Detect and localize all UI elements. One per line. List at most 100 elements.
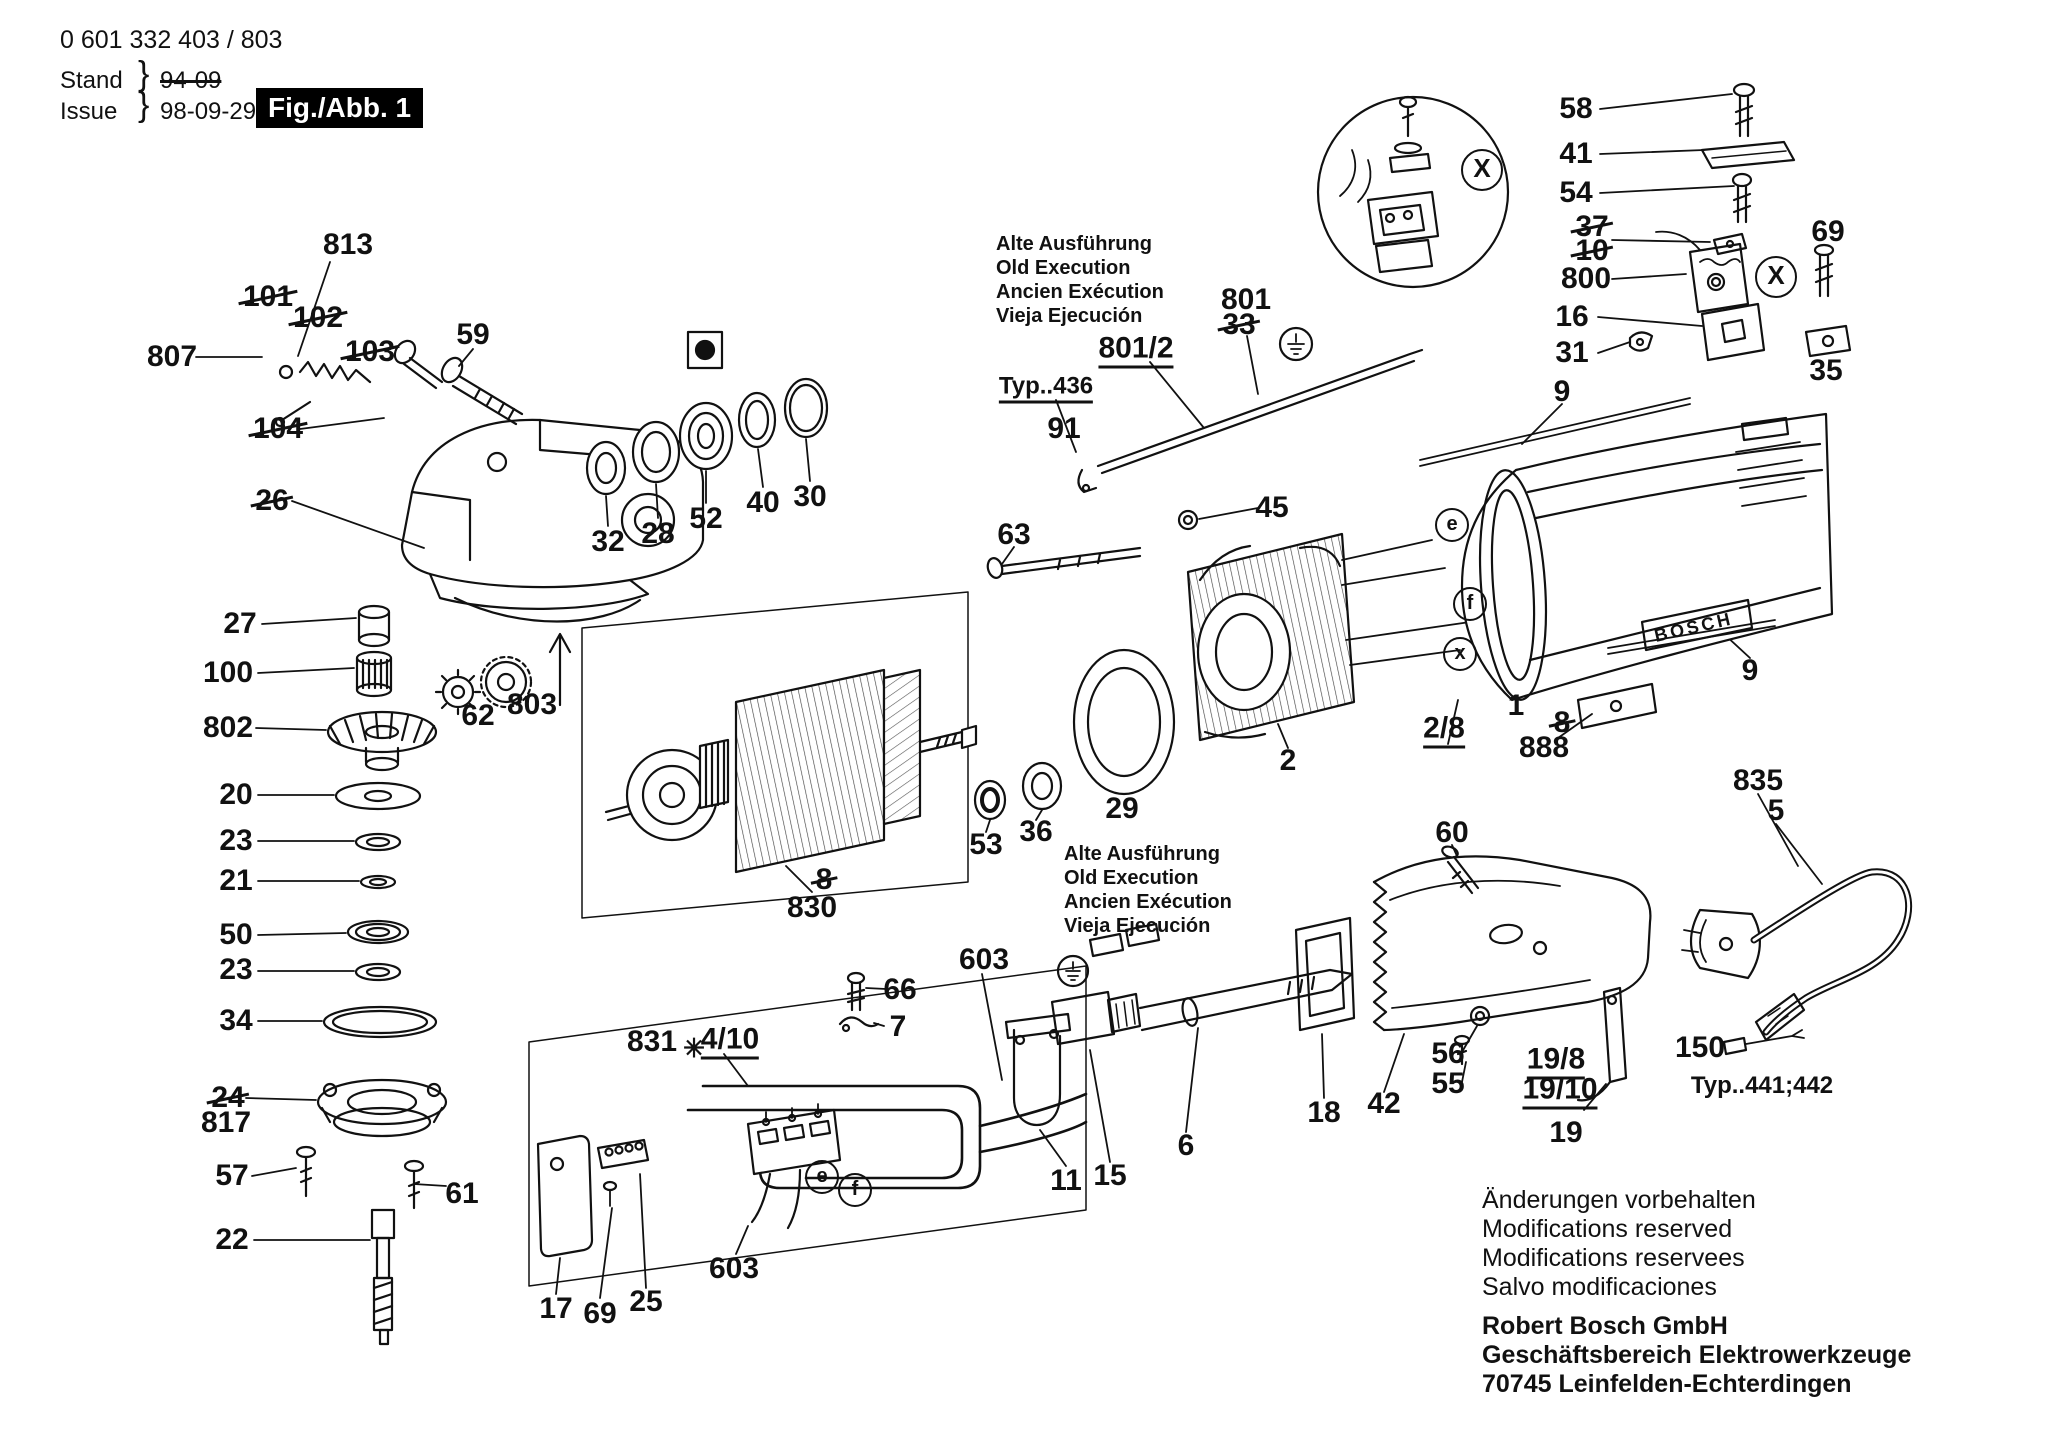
doc-footer: Änderungen vorbehalten Modifications res… — [1482, 1186, 1911, 1399]
part-label-9: 9 — [1741, 654, 1759, 687]
part-label-831: 831 — [626, 1025, 678, 1058]
stator-art — [1186, 532, 1471, 742]
part-label-104: 104 — [252, 412, 304, 445]
part-label-32: 32 — [591, 525, 625, 558]
part-label-57: 57 — [215, 1159, 249, 1192]
screw-59-art — [440, 356, 524, 426]
part-label-58: 58 — [1559, 92, 1593, 125]
wiring-area-art — [528, 922, 1161, 1287]
part-label-800: 800 — [1560, 262, 1612, 295]
part-label-69: 69 — [1811, 215, 1845, 248]
part-label-42: 42 — [1367, 1087, 1401, 1120]
part-label-21: 21 — [219, 864, 253, 897]
part-label-22: 22 — [215, 1223, 249, 1256]
part-label-29: 29 — [1105, 792, 1139, 825]
part-label-45: 45 — [1255, 491, 1289, 524]
footer-line: Änderungen vorbehalten — [1482, 1186, 1756, 1214]
part-label-150: 150 — [1674, 1031, 1726, 1064]
part-label-801/2: 801/2 — [1098, 333, 1174, 369]
part-label-56: 56 — [1431, 1037, 1465, 1070]
brace-glyph: } — [138, 55, 150, 93]
part-label-23: 23 — [219, 824, 253, 857]
power-cord-art — [1681, 868, 1913, 1056]
circled-letter-e: e — [1435, 508, 1469, 542]
motor-housing-art: BOSCH — [1419, 397, 1834, 730]
part-label-16: 16 — [1555, 300, 1589, 333]
part-label-17: 17 — [539, 1292, 573, 1325]
part-label-66: 66 — [883, 973, 917, 1006]
figure-title: Fig./Abb. 1 — [256, 88, 424, 128]
circled-letter-f: f — [1453, 587, 1487, 621]
part-label-803: 803 — [506, 688, 558, 721]
shaft-assembly-art — [1004, 968, 1354, 1127]
gear-head-housing-art — [400, 418, 705, 707]
part-label-61: 61 — [445, 1177, 479, 1210]
circled-letter-X-top: X — [1461, 149, 1503, 191]
part-label-36: 36 — [1019, 815, 1053, 848]
part-label-34: 34 — [219, 1004, 253, 1037]
part-label-28: 28 — [641, 517, 675, 550]
part-label-15: 15 — [1093, 1159, 1127, 1192]
part-label-8: 8 — [1553, 706, 1571, 739]
part-label-11: 11 — [1050, 1164, 1082, 1197]
spindle-column-art — [295, 604, 533, 1346]
part-label-1: 1 — [1507, 689, 1525, 722]
footer-line: Salvo modificaciones — [1482, 1273, 1717, 1301]
part-label-50: 50 — [219, 918, 253, 951]
part-label-26: 26 — [255, 484, 289, 517]
part-label-802: 802 — [202, 711, 254, 744]
part-label-40: 40 — [746, 486, 780, 519]
part-label-7: 7 — [889, 1010, 907, 1043]
doc-part-number: 0 601 332 403 / 803 — [60, 26, 283, 54]
part-label-33: 33 — [1222, 308, 1256, 341]
part-label-835: 835 — [1732, 764, 1784, 797]
part-label-69: 69 — [583, 1297, 617, 1330]
part-label-19/8: 19/8 — [1526, 1044, 1586, 1080]
part-label-603: 603 — [708, 1252, 760, 1285]
footer-company-line: Robert Bosch GmbH — [1482, 1312, 1728, 1340]
part-label-817: 817 — [200, 1106, 252, 1139]
doc-header: 0 601 332 403 / 803 Stand Issue } } 94-0… — [60, 26, 282, 127]
typ-441-label: Typ..441;442 — [1690, 1072, 1834, 1099]
typ-436-label: Typ..436 — [998, 374, 1094, 404]
part-label-6: 6 — [1177, 1129, 1195, 1162]
part-label-813: 813 — [322, 228, 374, 261]
stand-issue-block: Stand Issue } } 94-09 98-09-29 — [60, 57, 282, 127]
part-label-8: 8 — [815, 863, 833, 896]
part-label-24: 24 — [211, 1081, 245, 1114]
footer-line: Modifications reserved — [1482, 1215, 1733, 1243]
rotor-rings-art — [973, 648, 1176, 821]
part-label-103: 103 — [344, 335, 396, 368]
bearing-row-art — [585, 330, 829, 496]
part-label-603: 603 — [958, 943, 1010, 976]
part-label-5: 5 — [1767, 794, 1785, 827]
issue-label: Issue — [60, 98, 118, 125]
part-label-2/8: 2/8 — [1423, 713, 1465, 749]
stand-label: Stand — [60, 67, 123, 94]
circled-letter-e: e — [805, 1160, 839, 1194]
part-label-2: 2 — [1279, 744, 1297, 777]
issue-value: 98-09-29 — [160, 98, 257, 125]
switch-parts-art — [1628, 82, 1852, 362]
burst-marker: ✳ — [683, 1033, 705, 1063]
part-label-52: 52 — [689, 502, 723, 535]
part-label-63: 63 — [997, 518, 1031, 551]
screw-63-art — [986, 509, 1199, 579]
part-label-4/10: 4/10 — [700, 1024, 760, 1060]
part-label-27: 27 — [223, 607, 257, 640]
switch-detail-circle-art — [1316, 95, 1510, 289]
note-old-execution-bottom: Alte Ausführung Old Execution Ancien Exé… — [1064, 843, 1232, 937]
brace-glyph: } — [138, 86, 150, 124]
part-label-54: 54 — [1559, 176, 1593, 209]
part-label-9: 9 — [1553, 375, 1571, 408]
part-label-18: 18 — [1307, 1096, 1341, 1129]
circled-letter-X-right: X — [1755, 256, 1797, 298]
part-label-30: 30 — [793, 480, 827, 513]
footer-company-line: Geschäftsbereich Elektrowerkzeuge — [1482, 1341, 1912, 1369]
part-label-10: 10 — [1575, 234, 1609, 267]
leader-lines — [195, 93, 1823, 1299]
part-label-19/10: 19/10 — [1522, 1074, 1598, 1110]
part-label-91: 91 — [1047, 412, 1081, 445]
footer-company-block: Robert Bosch GmbH Geschäftsbereich Elekt… — [1482, 1312, 1911, 1399]
part-label-101: 101 — [242, 280, 294, 313]
